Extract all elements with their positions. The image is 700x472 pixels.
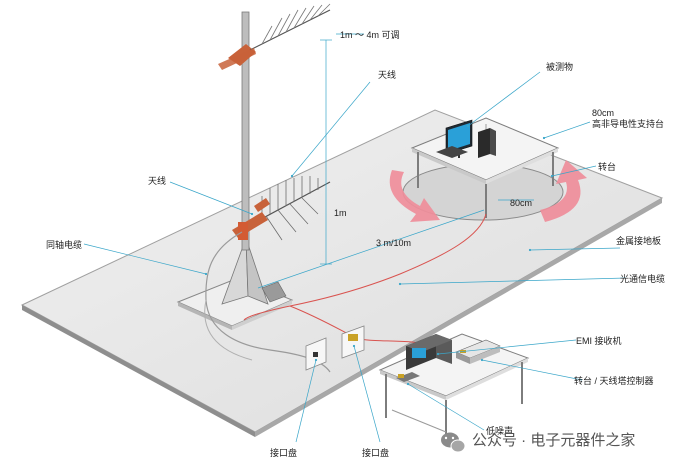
watermark: 公众号 · 电子元器件之家 bbox=[441, 432, 635, 452]
log-periodic-antenna-top bbox=[218, 4, 330, 70]
label-antenna-top: 天线 bbox=[378, 69, 396, 80]
label-ground-plane: 金属接地板 bbox=[616, 235, 661, 246]
label-distance: 3 m/10m bbox=[376, 238, 411, 248]
label-coax-cable: 同轴电缆 bbox=[46, 239, 82, 250]
label-eut: 被测物 bbox=[546, 61, 573, 72]
label-interface-right: 接口盘 bbox=[362, 447, 389, 458]
label-turntable: 转台 bbox=[598, 161, 616, 172]
label-fiber: 光通信电缆 bbox=[620, 273, 665, 284]
label-emi-receiver: EMI 接收机 bbox=[576, 335, 622, 346]
label-controller: 转台 / 天线塔控制器 bbox=[574, 375, 654, 386]
metal-ground-plane bbox=[22, 110, 662, 437]
label-table-spec: 80cm 高非导电性支持台 bbox=[592, 108, 664, 129]
label-interface-left: 接口盘 bbox=[270, 447, 297, 458]
label-one-meter: 1m bbox=[334, 208, 347, 218]
wechat-icon bbox=[441, 433, 465, 453]
label-antenna-mid: 天线 bbox=[148, 175, 166, 186]
label-height-range: 1m ～ 4m 可调 bbox=[340, 30, 400, 40]
watermark-text: 公众号 · 电子元器件之家 bbox=[472, 432, 635, 449]
label-eighty-cm: 80cm bbox=[510, 198, 532, 208]
